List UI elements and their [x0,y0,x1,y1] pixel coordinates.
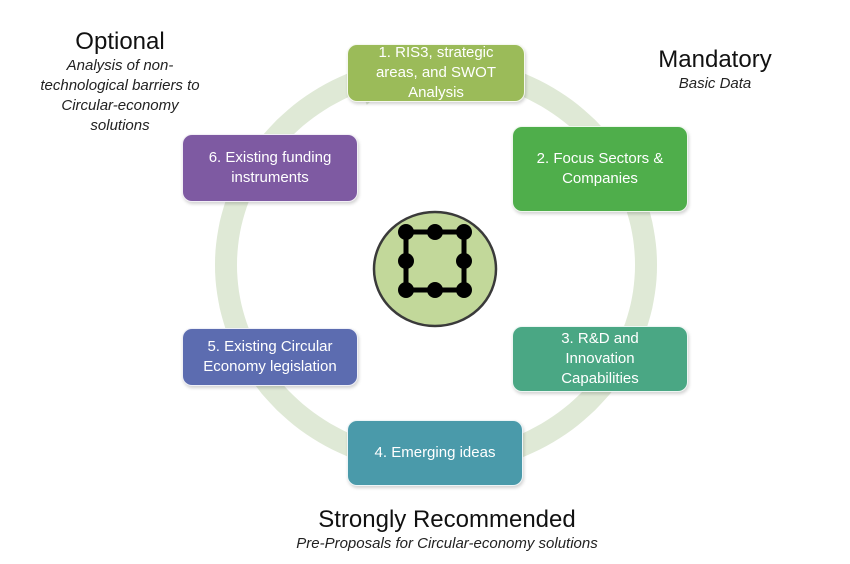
optional-subtitle: Analysis of non- technological barriers … [40,57,200,134]
step-1-label: 1. RIS3, strategic areas, and SWOT Analy… [375,44,497,101]
network-node [398,224,414,240]
step-4-box: 4. Emerging ideas [347,420,523,486]
network-node [398,253,414,269]
step-2-box: 2. Focus Sectors & Companies [512,126,688,212]
network-node [398,282,414,298]
network-node [456,224,472,240]
step-4-label: 4. Emerging ideas [374,444,496,461]
step-5-box: 5. Existing Circular Economy legislation [182,328,358,386]
network-node [456,253,472,269]
recommended-label: Strongly Recommended Pre-Proposals for C… [260,506,634,554]
recommended-title: Strongly Recommended [318,506,576,533]
step-1-box: 1. RIS3, strategic areas, and SWOT Analy… [347,44,525,102]
recommended-subtitle: Pre-Proposals for Circular-economy solut… [296,535,598,552]
optional-title: Optional [75,28,165,55]
network-node [427,224,443,240]
step-3-box: 3. R&D and Innovation Capabilities [512,326,688,392]
center-hub [372,210,498,328]
optional-label: Optional Analysis of non- technological … [30,28,210,136]
mandatory-label: Mandatory Basic Data [640,46,790,94]
network-node [456,282,472,298]
step-2-label: 2. Focus Sectors & Companies [536,150,664,187]
mandatory-title: Mandatory [658,46,772,73]
step-6-box: 6. Existing funding instruments [182,134,358,202]
step-3-label: 3. R&D and Innovation Capabilities [561,330,639,387]
step-6-label: 6. Existing funding instruments [208,149,332,186]
mandatory-subtitle: Basic Data [678,75,752,92]
network-node [427,282,443,298]
network-loop-icon [398,224,472,298]
step-5-label: 5. Existing Circular Economy legislation [203,338,337,375]
